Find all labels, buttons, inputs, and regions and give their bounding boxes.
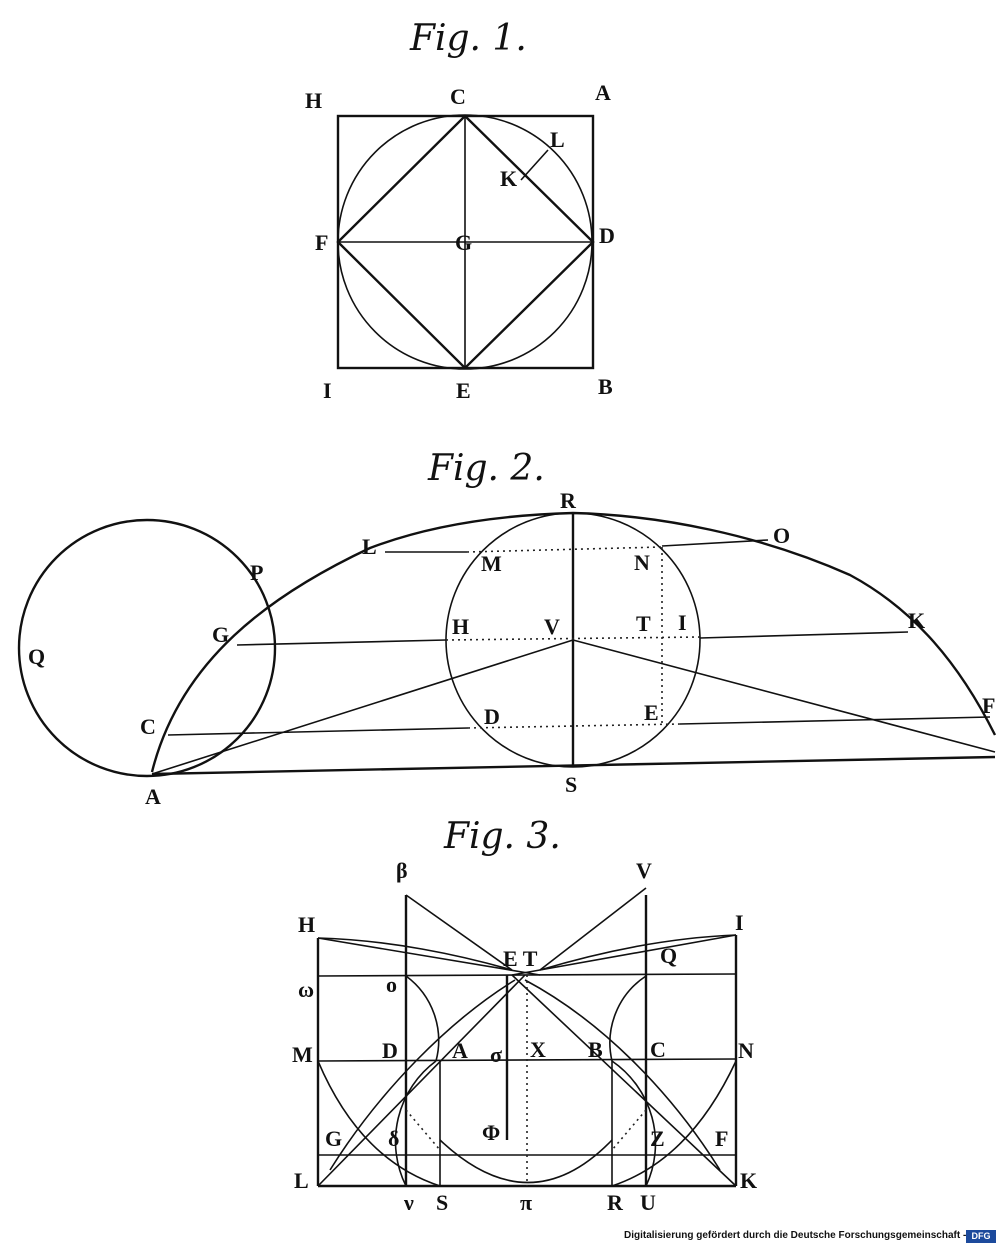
fig2-label-H: H: [452, 614, 469, 639]
fig3-label-o: o: [386, 972, 397, 997]
fig2-label-A: A: [145, 784, 161, 809]
fig3-label-D: D: [382, 1038, 398, 1063]
figure-3-title: Fig. 3.: [443, 816, 561, 857]
fig3-label-A: A: [452, 1038, 468, 1063]
fig3-label-G: G: [325, 1126, 342, 1151]
fig3-arc-m-s: [317, 1060, 441, 1187]
fig3-label-Z: Z: [650, 1126, 665, 1151]
fig1-label-F: F: [315, 230, 328, 255]
fig3-dotted-delta: [405, 1109, 441, 1151]
fig2-line-no: [661, 539, 769, 547]
fig3-curve-i-t: [539, 934, 737, 971]
fig3-label-sigma: σ: [490, 1042, 502, 1067]
fig2-label-P: P: [250, 560, 263, 585]
figure-1: Fig. 1. H C A L K F G D I E B: [305, 18, 615, 403]
fig2-label-L: L: [362, 534, 377, 559]
fig3-label-U: U: [640, 1190, 656, 1215]
fig1-label-B: B: [598, 374, 613, 399]
fig3-label-L: L: [294, 1168, 309, 1193]
fig3-label-S: S: [436, 1190, 448, 1215]
fig2-base-line: [151, 755, 996, 776]
fig3-label-H: H: [298, 912, 315, 937]
figure-1-title: Fig. 1.: [409, 18, 527, 59]
fig3-arc-bottom: [439, 1139, 613, 1184]
figure-2: Fig. 2. R L O P M N Q G H V T: [17, 448, 997, 809]
fig1-segment-kl: [520, 149, 549, 181]
fig3-label-M: M: [292, 1042, 313, 1067]
fig3-diagonal-l: [317, 974, 526, 1187]
fig2-line-gh: [236, 639, 447, 646]
fig3-curve-h-e: [317, 937, 513, 971]
fig3-label-nu: ν: [403, 1190, 414, 1215]
fig2-line-cd: [167, 727, 469, 736]
fig3-label-omega: ω: [298, 977, 314, 1002]
fig3-label-B: B: [588, 1037, 603, 1062]
fig3-label-beta: β: [396, 858, 408, 883]
digitization-credit: Digitalisierung gefördert durch die Deut…: [624, 1230, 967, 1241]
fig2-label-M: M: [481, 551, 502, 576]
fig3-arc-n-r: [611, 1060, 737, 1187]
fig2-label-I: I: [678, 610, 687, 635]
fig3-label-pi: π: [520, 1190, 532, 1215]
fig2-label-Q: Q: [28, 644, 45, 669]
fig2-label-T: T: [636, 611, 651, 636]
figure-3: Fig. 3.: [292, 816, 757, 1215]
fig2-line-ik: [699, 631, 909, 639]
fig3-arc-right-lower: [611, 1060, 657, 1187]
fig3-label-phi: Φ: [482, 1120, 500, 1145]
fig2-label-N: N: [634, 550, 650, 575]
fig2-label-K: K: [908, 608, 925, 633]
fig2-label-G: G: [212, 622, 229, 647]
fig3-diagonal-k: [511, 974, 737, 1187]
fig3-curve-f: [524, 979, 721, 1171]
fig3-arc-left-lower: [394, 1060, 437, 1187]
fig3-label-V: V: [636, 858, 652, 883]
fig3-label-N: N: [738, 1038, 754, 1063]
fig1-label-G: G: [455, 230, 472, 255]
fig1-label-I: I: [323, 378, 332, 403]
fig2-label-D: D: [484, 704, 500, 729]
fig2-label-F: F: [982, 693, 995, 718]
fig3-label-R: R: [607, 1190, 624, 1215]
fig1-label-E: E: [456, 378, 471, 403]
fig2-label-O: O: [773, 523, 790, 548]
fig3-curve-g: [329, 979, 516, 1171]
fig3-arc-right-upper: [609, 975, 647, 1062]
fig2-line-ef: [679, 716, 991, 725]
fig2-label-S: S: [565, 772, 577, 797]
fig2-line-v-right: [572, 639, 996, 753]
fig1-label-D: D: [599, 223, 615, 248]
fig2-line-av: [151, 639, 574, 775]
fig3-dotted-z: [611, 1109, 647, 1151]
fig1-label-L: L: [550, 127, 565, 152]
fig2-label-E: E: [644, 700, 659, 725]
fig2-label-C: C: [140, 714, 156, 739]
figure-2-title: Fig. 2.: [427, 448, 545, 489]
fig2-rolling-circle: [17, 518, 277, 778]
dfg-logo: DFG: [966, 1230, 996, 1243]
fig3-label-Q: Q: [660, 943, 677, 968]
fig3-label-I: I: [735, 910, 744, 935]
fig3-label-F: F: [715, 1126, 728, 1151]
fig3-label-K: K: [740, 1168, 757, 1193]
fig1-label-H: H: [305, 88, 322, 113]
fig1-label-A: A: [595, 80, 611, 105]
fig3-line-beta-e: [405, 894, 513, 971]
fig3-line-v-t: [539, 887, 647, 971]
fig3-line-i-e: [511, 934, 737, 976]
fig3-arc-left-upper: [405, 975, 440, 1062]
fig3-label-delta: δ: [388, 1126, 399, 1151]
fig1-label-C: C: [450, 84, 466, 109]
fig3-label-C: C: [650, 1037, 666, 1062]
fig2-label-V: V: [544, 614, 560, 639]
fig3-label-ET: E T: [503, 946, 538, 971]
fig2-label-R: R: [560, 488, 577, 513]
fig2-dotted-mn: [466, 546, 663, 553]
fig3-label-X: X: [530, 1037, 546, 1062]
fig1-label-K: K: [500, 166, 517, 191]
fig2-dotted-hi: [445, 636, 701, 641]
fig3-line-h-t: [317, 937, 541, 976]
